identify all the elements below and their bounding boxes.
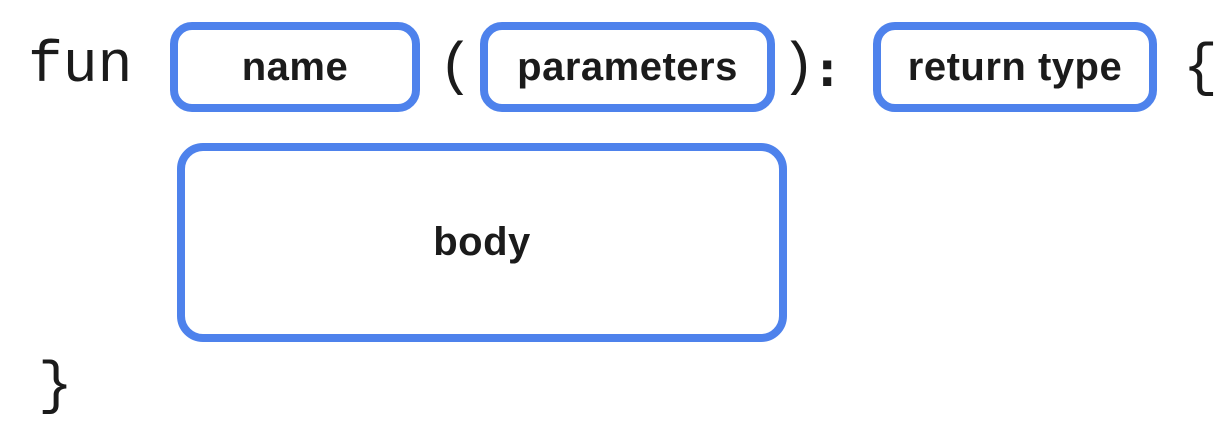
body-placeholder-label: body bbox=[433, 220, 531, 264]
name-placeholder-box: name bbox=[170, 22, 420, 112]
parameters-placeholder-label: parameters bbox=[517, 44, 738, 89]
open-paren: ( bbox=[438, 36, 473, 101]
open-brace: { bbox=[1183, 37, 1218, 102]
return-type-placeholder-box: return type bbox=[873, 22, 1157, 112]
fun-keyword: fun bbox=[28, 34, 133, 99]
close-paren: ) bbox=[781, 36, 816, 101]
close-brace: } bbox=[38, 355, 73, 420]
colon-separator: : bbox=[818, 43, 837, 97]
name-placeholder-label: name bbox=[241, 44, 349, 89]
parameters-placeholder-box: parameters bbox=[480, 22, 775, 112]
body-placeholder-box: body bbox=[177, 143, 787, 342]
return-type-placeholder-label: return type bbox=[907, 44, 1123, 89]
